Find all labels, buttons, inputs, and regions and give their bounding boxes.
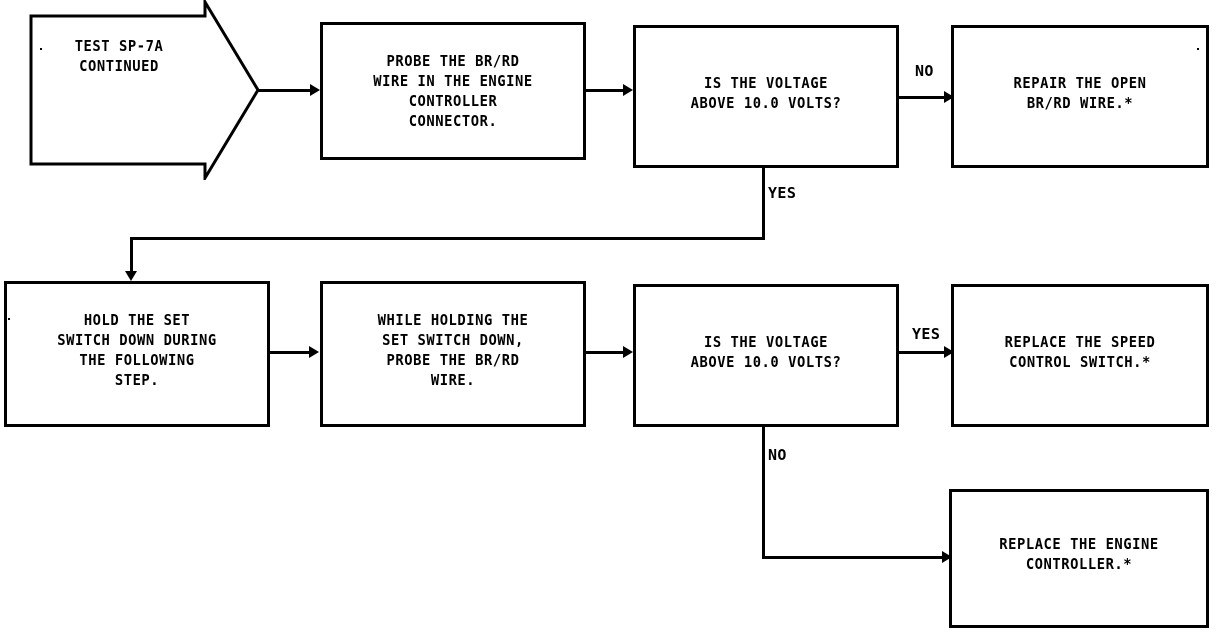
edge-decision2-no-v — [762, 425, 765, 559]
node-replace-speed-control-switch-label: REPLACE THE SPEED CONTROL SWITCH.* — [1004, 333, 1156, 371]
edge-label-yes-top: YES — [768, 184, 797, 202]
node-replace-speed-control-switch[interactable]: REPLACE THE SPEED CONTROL SWITCH.* — [951, 284, 1209, 427]
node-hold-set-switch-label: HOLD THE SET SWITCH DOWN DURING THE FOLL… — [57, 311, 217, 389]
pentagon-arrow-shape — [29, 0, 260, 180]
node-decision-voltage-1-label: IS THE VOLTAGE ABOVE 10.0 VOLTS? — [690, 74, 842, 112]
edge-decision2-yes — [899, 351, 951, 354]
node-hold-set-switch[interactable]: HOLD THE SET SWITCH DOWN DURING THE FOLL… — [4, 281, 270, 427]
node-probe-brrd-wire[interactable]: WHILE HOLDING THE SET SWITCH DOWN, PROBE… — [320, 281, 586, 427]
edge-hold-to-probe2 — [270, 351, 314, 354]
edge-label-no-top: NO — [915, 62, 934, 80]
edge-decision1-yes-v1 — [762, 166, 765, 240]
scan-speck — [40, 48, 42, 50]
node-start-banner-label: TEST SP-7A CONTINUED — [74, 37, 164, 75]
arrowhead-icon — [309, 346, 319, 358]
arrowhead-icon — [623, 346, 633, 358]
node-probe-brrd-wire-label: WHILE HOLDING THE SET SWITCH DOWN, PROBE… — [377, 311, 529, 389]
edge-decision1-no — [899, 96, 951, 99]
edge-label-no-bottom: NO — [768, 446, 787, 464]
edge-decision1-yes-h — [130, 237, 765, 240]
edge-banner-to-probe — [258, 89, 314, 92]
arrowhead-icon — [125, 271, 137, 281]
arrowhead-icon — [310, 84, 320, 96]
node-decision-voltage-2[interactable]: IS THE VOLTAGE ABOVE 10.0 VOLTS? — [633, 284, 899, 427]
edge-label-yes-bottom: YES — [912, 325, 941, 343]
arrowhead-icon — [623, 84, 633, 96]
node-repair-open-wire[interactable]: REPAIR THE OPEN BR/RD WIRE.* — [951, 25, 1209, 168]
node-decision-voltage-2-label: IS THE VOLTAGE ABOVE 10.0 VOLTS? — [690, 333, 842, 371]
scan-speck — [8, 318, 10, 320]
node-start-banner[interactable]: TEST SP-7A CONTINUED — [29, 0, 261, 180]
node-decision-voltage-1[interactable]: IS THE VOLTAGE ABOVE 10.0 VOLTS? — [633, 25, 899, 168]
arrowhead-icon — [944, 91, 954, 103]
edge-probe-to-decision1 — [586, 89, 628, 92]
arrowhead-icon — [942, 551, 952, 563]
edge-probe2-to-decision2 — [586, 351, 628, 354]
node-replace-engine-controller[interactable]: REPLACE THE ENGINE CONTROLLER.* — [949, 489, 1209, 628]
scan-speck — [1197, 48, 1199, 50]
node-repair-open-wire-label: REPAIR THE OPEN BR/RD WIRE.* — [1013, 74, 1147, 112]
edge-decision1-yes-v2 — [130, 237, 133, 277]
node-probe-brrd-connector[interactable]: PROBE THE BR/RD WIRE IN THE ENGINE CONTR… — [320, 22, 586, 160]
arrowhead-icon — [944, 346, 954, 358]
node-replace-engine-controller-label: REPLACE THE ENGINE CONTROLLER.* — [999, 535, 1159, 573]
edge-decision2-no-h — [762, 556, 949, 559]
node-probe-brrd-connector-label: PROBE THE BR/RD WIRE IN THE ENGINE CONTR… — [373, 52, 533, 130]
